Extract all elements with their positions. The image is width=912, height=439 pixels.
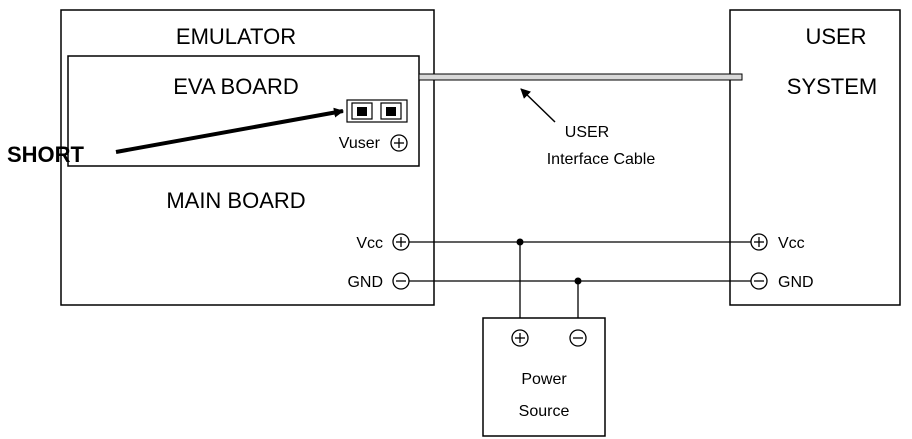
cable-label-line2: Interface Cable	[547, 151, 656, 168]
emulator-gnd-label: GND	[347, 274, 383, 291]
main-board-title: MAIN BOARD	[166, 188, 305, 213]
user-vcc-label: Vcc	[778, 235, 805, 252]
user-vcc-plus-icon	[750, 233, 768, 251]
short-arrow	[115, 107, 344, 154]
vuser-label: Vuser	[339, 135, 381, 152]
jumper-connector	[346, 99, 408, 123]
user-system-title-line1: USER	[805, 24, 866, 49]
power-source-box: Power Source	[482, 317, 606, 437]
power-minus-terminal-icon	[569, 329, 587, 347]
user-gnd-label: GND	[778, 274, 814, 291]
interface-cable	[418, 73, 743, 81]
short-label: SHORT	[7, 142, 85, 167]
user-system-box: USER SYSTEM	[729, 9, 901, 306]
emulator-gnd-minus-icon	[392, 272, 410, 290]
vuser-plus-terminal-icon	[390, 134, 408, 152]
eva-board-title: EVA BOARD	[173, 74, 299, 99]
emulator-vcc-plus-icon	[392, 233, 410, 251]
cable-label-line1: USER	[565, 124, 609, 141]
eva-board-box: EVA BOARD Vuser	[67, 55, 420, 167]
power-label-line2: Source	[519, 403, 570, 420]
emulator-vcc-label: Vcc	[356, 235, 383, 252]
user-system-title-line2: SYSTEM	[787, 74, 877, 99]
power-label-line1: Power	[521, 371, 567, 388]
cable-pointer-arrow	[520, 88, 556, 123]
user-gnd-minus-icon	[750, 272, 768, 290]
power-plus-terminal-icon	[511, 329, 529, 347]
emulator-title: EMULATOR	[176, 24, 296, 49]
